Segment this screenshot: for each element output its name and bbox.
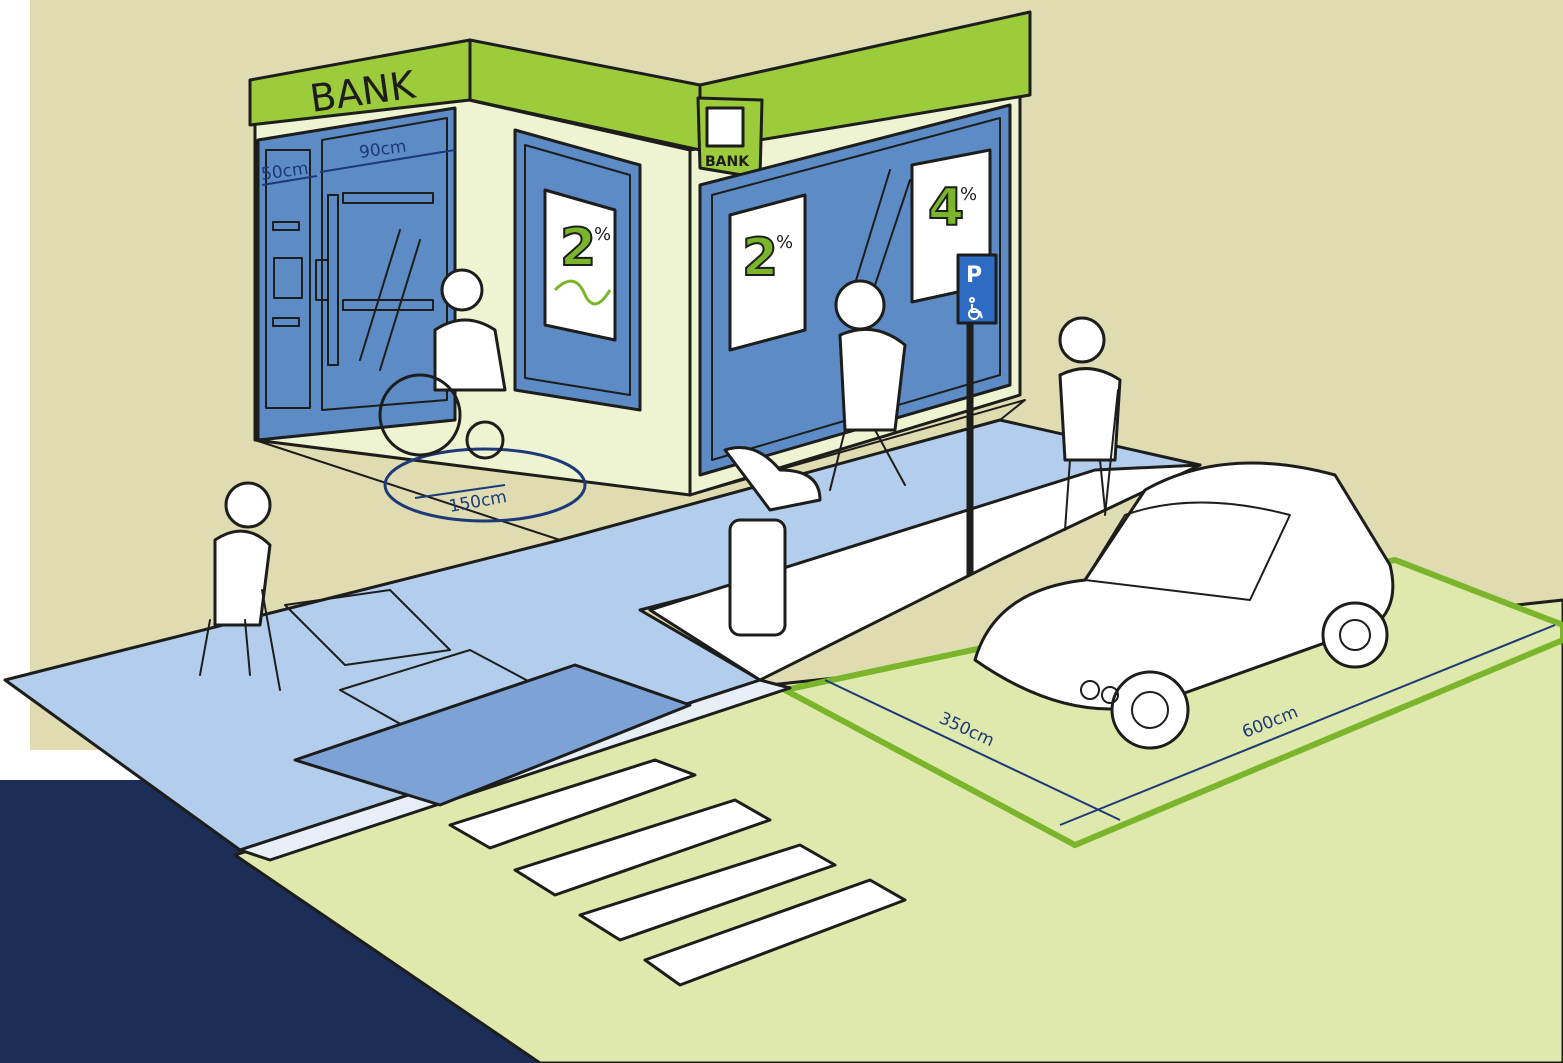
poster-left-number: 2 <box>560 218 596 278</box>
projecting-sign-logo <box>707 108 743 146</box>
parking-sign-letter: P <box>966 263 982 288</box>
poster-middle-percent: % <box>776 232 793 253</box>
projecting-sign-text: BANK <box>705 154 750 170</box>
poster-left-percent: % <box>594 224 611 245</box>
poster-right-number: 4 <box>928 178 964 238</box>
entrance-frame <box>258 108 455 440</box>
litter-bin <box>730 520 785 635</box>
poster-middle-number: 2 <box>742 228 778 288</box>
poster-right-percent: % <box>960 184 977 205</box>
